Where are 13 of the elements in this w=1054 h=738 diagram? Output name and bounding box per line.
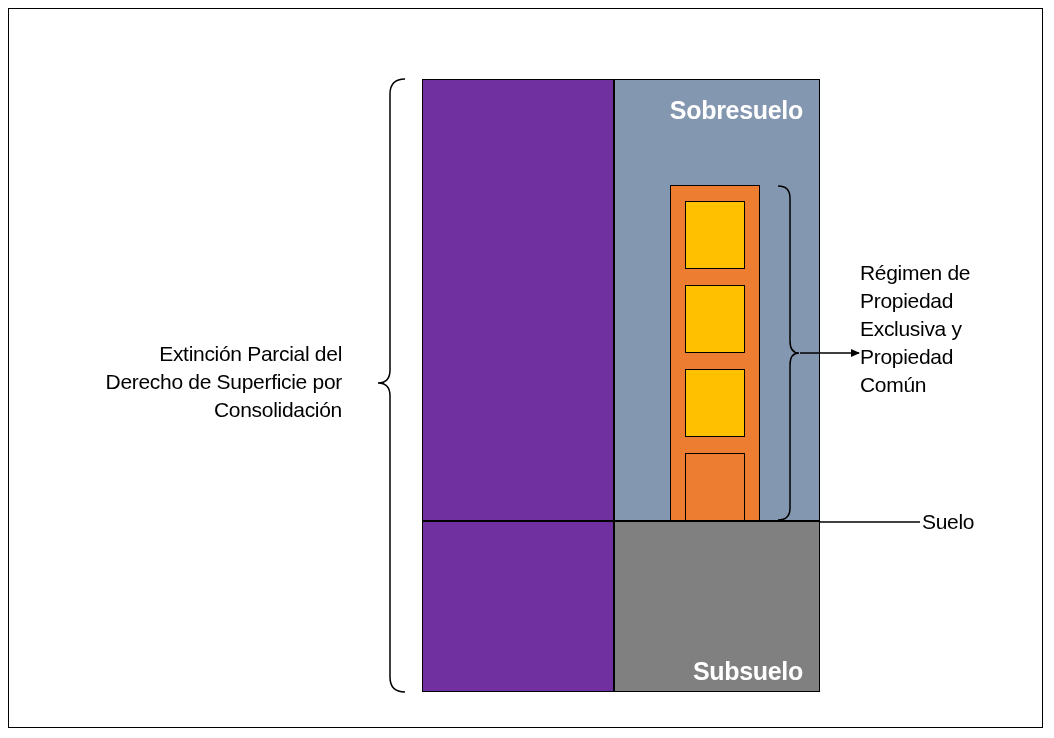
building-drawing bbox=[670, 185, 800, 521]
arrow bbox=[799, 349, 860, 357]
region-label: Sobresuelo bbox=[669, 96, 803, 124]
annotation-text: Extinción Parcial del Derecho de Superficie por Consolidación bbox=[104, 341, 342, 423]
land-block bbox=[422, 79, 614, 520]
annotation-text: Régimen de Propiedad Exclusiva y Propiedad Común bbox=[860, 259, 1010, 399]
land-block bbox=[422, 522, 614, 692]
leader-line bbox=[819, 521, 921, 523]
ground-region bbox=[614, 79, 820, 520]
ground-line bbox=[422, 520, 820, 522]
ground-region bbox=[614, 522, 820, 692]
annotation-text: Suelo bbox=[922, 508, 992, 536]
region-label: Subsuelo bbox=[692, 657, 803, 685]
